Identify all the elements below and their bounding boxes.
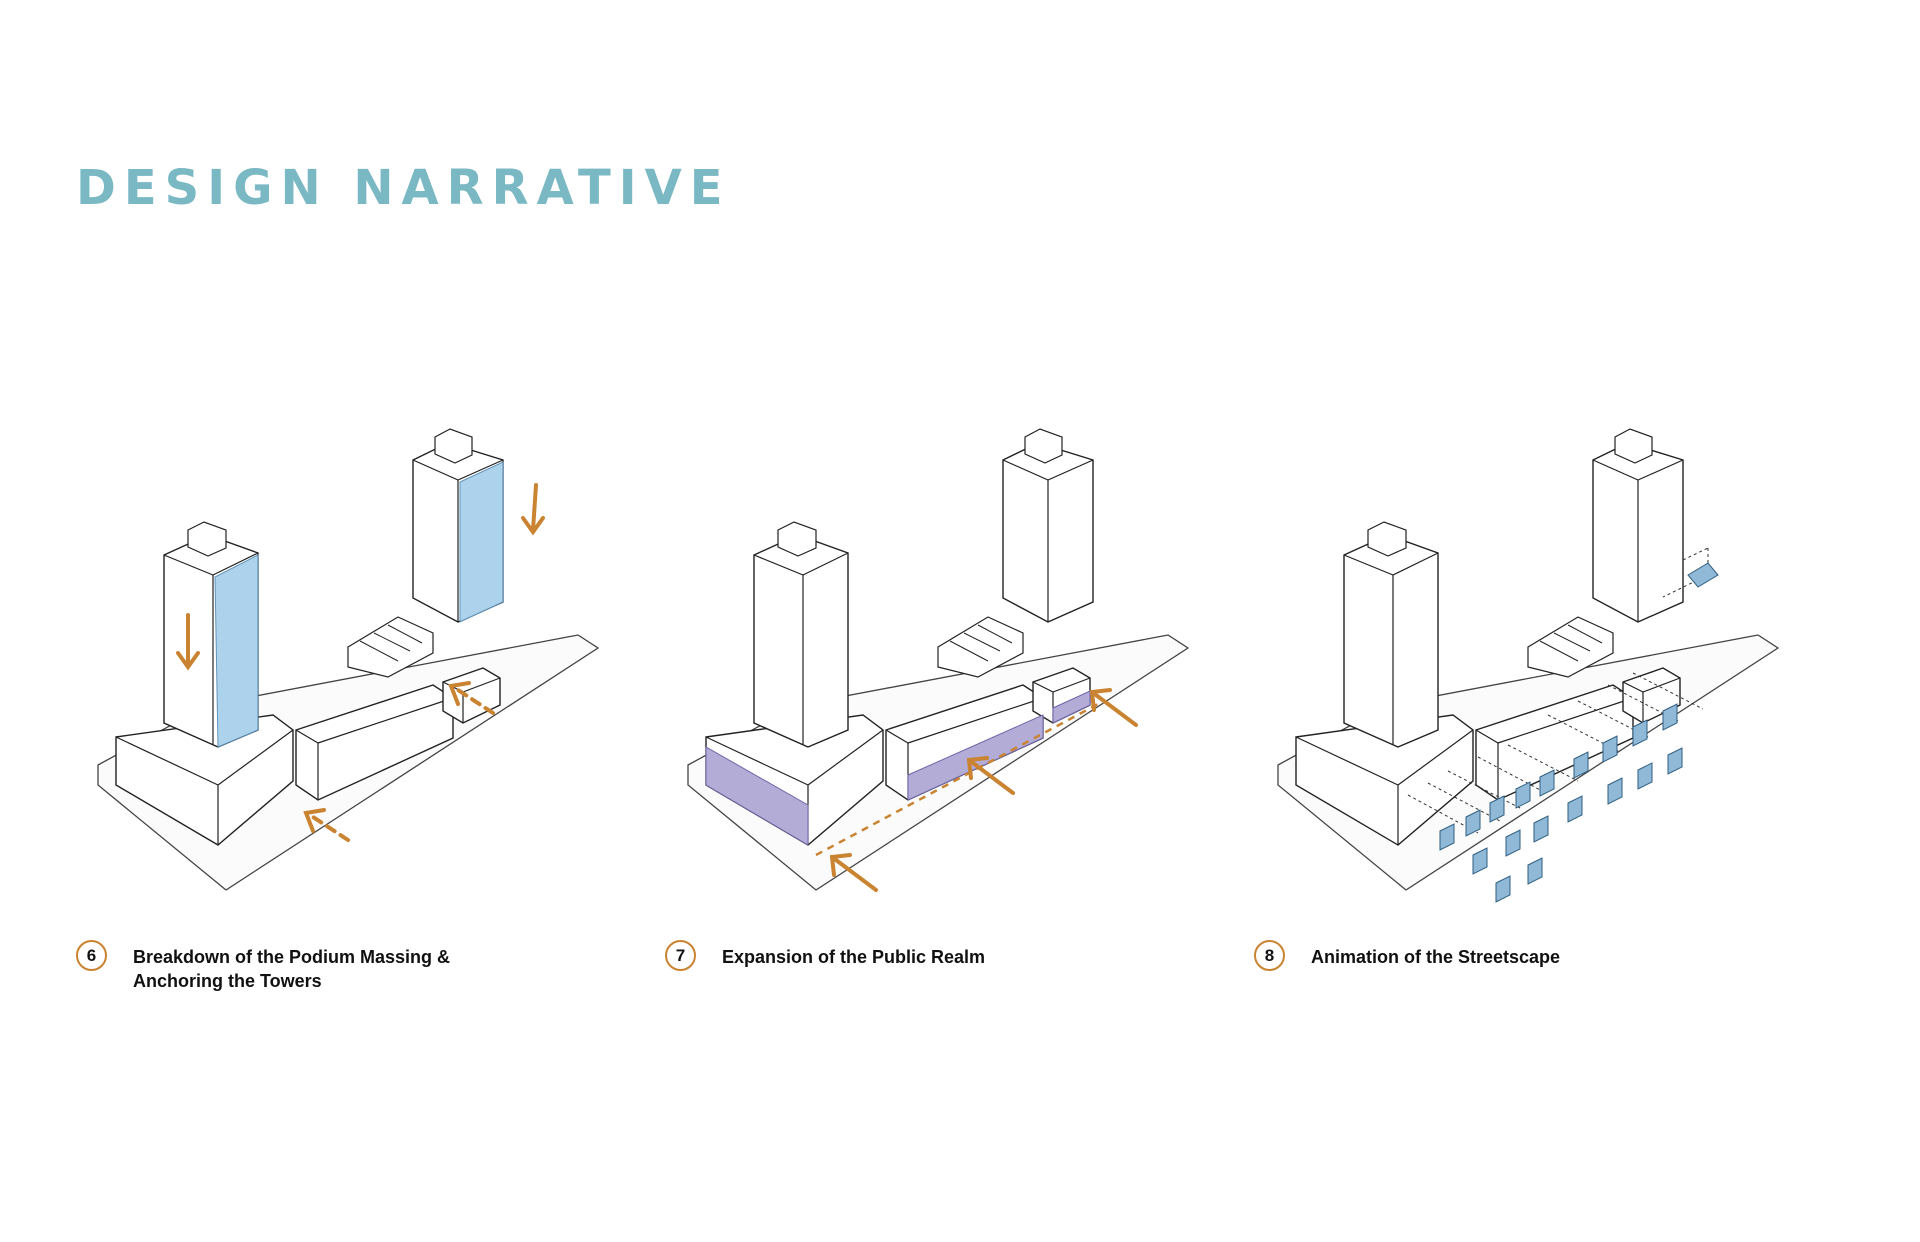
caption-line: Animation of the Streetscape	[1311, 945, 1560, 969]
diagram-streetscape	[1278, 385, 1778, 905]
caption-step-7: 7 Expansion of the Public Realm	[665, 940, 985, 971]
massing-model	[1278, 385, 1778, 905]
caption-text: Expansion of the Public Realm	[722, 945, 985, 969]
back-tower-glass-facade	[460, 462, 503, 622]
down-arrow-icon	[523, 485, 543, 532]
caption-text: Breakdown of the Podium Massing & Anchor…	[133, 945, 450, 993]
step-number-badge: 6	[76, 940, 107, 971]
page-title: DESIGN NARRATIVE	[76, 160, 731, 216]
massing-model	[688, 385, 1188, 905]
massing-model	[98, 385, 598, 905]
caption-line: Breakdown of the Podium Massing &	[133, 945, 450, 969]
diagram-public-realm	[688, 385, 1188, 905]
caption-line: Anchoring the Towers	[133, 969, 450, 993]
front-tower-glass-facade	[215, 555, 258, 747]
caption-line: Expansion of the Public Realm	[722, 945, 985, 969]
step-number-badge: 7	[665, 940, 696, 971]
caption-step-6: 6 Breakdown of the Podium Massing & Anch…	[76, 940, 450, 993]
caption-text: Animation of the Streetscape	[1311, 945, 1560, 969]
step-number-badge: 8	[1254, 940, 1285, 971]
diagram-podium-breakdown	[98, 385, 598, 905]
caption-step-8: 8 Animation of the Streetscape	[1254, 940, 1560, 971]
